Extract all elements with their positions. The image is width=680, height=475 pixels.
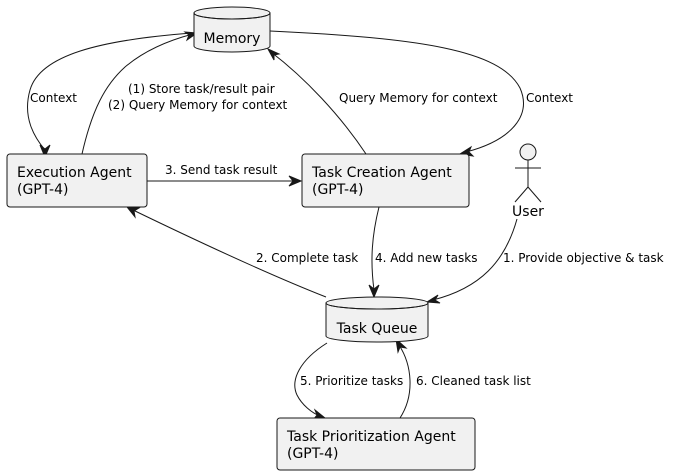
user-actor-icon	[514, 143, 542, 203]
edge-user-to-queue	[425, 218, 518, 304]
edge-memory-to-execution	[27, 32, 193, 159]
edge-label-prioritization-to-queue: 6. Cleaned task list	[416, 374, 531, 388]
edge-label-memory-to-execution: Context	[30, 91, 77, 105]
memory-label: Memory	[204, 31, 261, 47]
edge-creation-to-memory	[266, 47, 367, 155]
task-creation-agent-box: Task Creation Agent (GPT-4)	[301, 153, 470, 208]
edge-queue-to-execution	[125, 206, 327, 298]
memory-database: Memory	[193, 6, 271, 53]
task-queue-database: Task Queue	[325, 296, 429, 343]
edge-execution-to-creation	[147, 175, 303, 187]
execution-agent-model: (GPT-4)	[17, 182, 68, 198]
edge-label-queue-to-execution: 2. Complete task	[256, 251, 358, 265]
execution-agent-box: Execution Agent (GPT-4)	[6, 153, 148, 208]
edge-label-creation-to-queue: 4. Add new tasks	[375, 251, 477, 265]
user-label: User	[512, 204, 544, 220]
task-creation-agent-model: (GPT-4)	[312, 182, 363, 198]
edge-label-execution-to-memory-2: (2) Query Memory for context	[108, 98, 288, 112]
execution-agent-title: Execution Agent	[17, 165, 132, 181]
edge-creation-to-queue	[368, 206, 380, 299]
edge-label-user-to-queue: 1. Provide objective & task	[503, 251, 664, 265]
task-prioritization-agent-title: Task Prioritization Agent	[286, 429, 456, 445]
edge-prioritization-to-queue	[395, 337, 411, 419]
task-prioritization-agent-model: (GPT-4)	[287, 446, 338, 462]
edge-label-memory-to-creation: Context	[526, 91, 573, 105]
task-creation-agent-title: Task Creation Agent	[311, 165, 452, 181]
task-prioritization-agent-box: Task Prioritization Agent (GPT-4)	[276, 417, 476, 471]
edge-label-creation-to-memory: Query Memory for context	[339, 91, 498, 105]
task-queue-label: Task Queue	[336, 321, 418, 337]
edge-label-execution-to-memory-1: (1) Store task/result pair	[128, 82, 275, 96]
edge-label-queue-to-prioritization: 5. Prioritize tasks	[300, 374, 403, 388]
edge-label-execution-to-creation: 3. Send task result	[165, 163, 278, 177]
